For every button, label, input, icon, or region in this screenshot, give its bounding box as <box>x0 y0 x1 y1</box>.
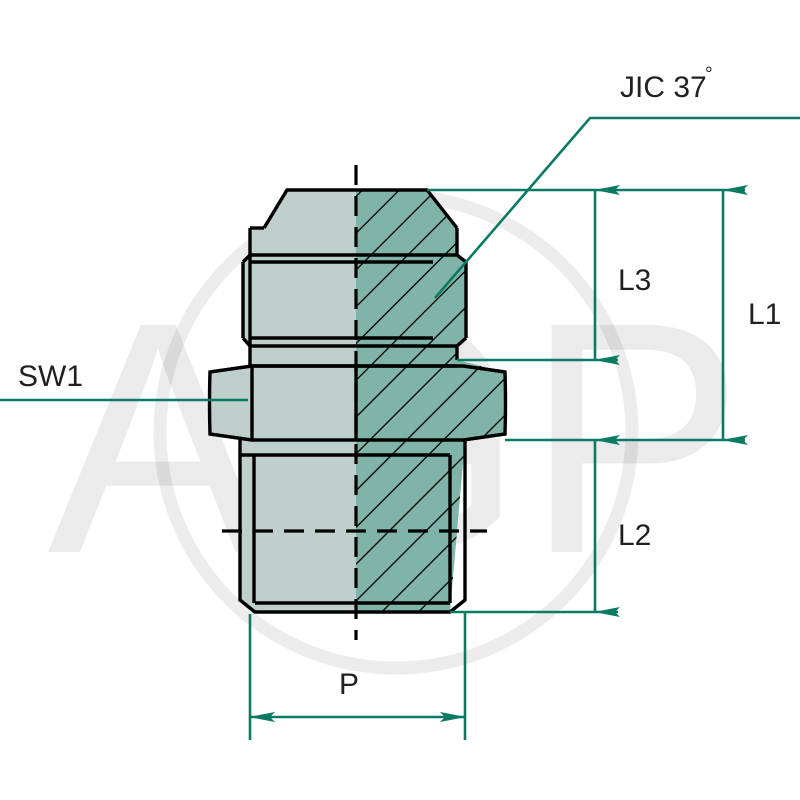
hex-left-face <box>207 364 253 442</box>
label-jic-37: JIC 37 <box>620 71 707 104</box>
fitting-body <box>207 165 508 640</box>
fitting-outlines <box>207 188 508 614</box>
jic-thread-left-fill <box>243 190 356 366</box>
npt-left-fill <box>240 440 356 612</box>
centerlines <box>222 165 487 640</box>
label-sw1: SW1 <box>18 360 83 393</box>
degree-symbol-icon: ° <box>705 64 713 85</box>
thread-crest-bottom <box>241 336 468 348</box>
dimension-annotations <box>0 116 800 740</box>
label-l3: L3 <box>618 264 651 297</box>
dimension-text-labels: L1 L3 L2 P JIC 37 ° SW1 <box>18 64 781 701</box>
label-l1: L1 <box>748 298 781 331</box>
fitting-section-half <box>356 190 506 612</box>
jic-nose-chamfer <box>262 188 459 230</box>
hex-right-face <box>462 364 508 442</box>
hex-left-fill <box>209 366 356 440</box>
fitting-exterior-half <box>209 190 356 612</box>
section-hatched-area <box>356 190 506 612</box>
thread-crest-top <box>241 253 468 264</box>
label-p: P <box>339 668 359 701</box>
label-l2: L2 <box>618 519 651 552</box>
jic-leader-line <box>434 116 800 299</box>
npt-taper-outline <box>238 440 467 614</box>
